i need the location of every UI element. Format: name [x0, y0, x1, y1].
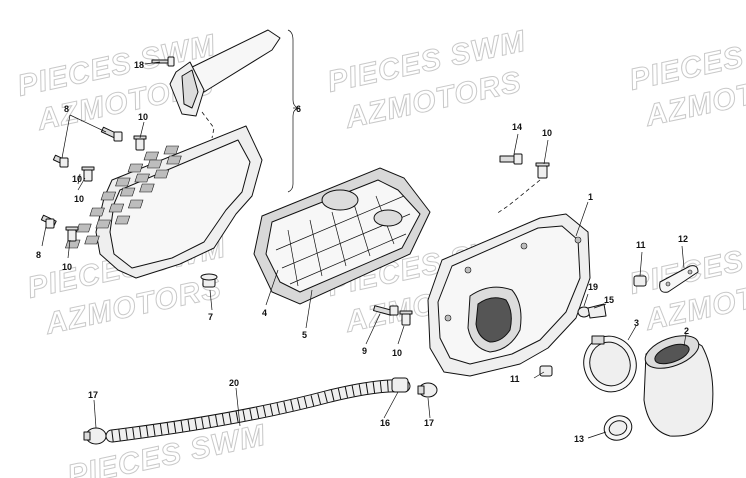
clip-nut — [633, 275, 647, 287]
hose-end-fitting — [391, 377, 409, 393]
breather-hose — [105, 379, 411, 443]
callout-7: 7 — [208, 312, 213, 322]
rubber-plug — [200, 273, 218, 288]
rubber-strap — [659, 265, 699, 293]
callout-11: 11 — [636, 240, 646, 250]
callout-5: 5 — [302, 330, 307, 340]
callout-13: 13 — [574, 434, 584, 444]
intake-boot — [643, 335, 714, 437]
grommet — [81, 166, 95, 182]
connector — [577, 303, 607, 319]
callout-2: 2 — [684, 326, 689, 336]
callout-12: 12 — [678, 234, 688, 244]
callout-10: 10 — [74, 194, 84, 204]
assembly-line — [495, 179, 541, 215]
callout-8: 8 — [64, 104, 69, 114]
hose-clip — [83, 427, 107, 445]
screw — [373, 305, 399, 316]
callout-10: 10 — [72, 174, 82, 184]
callout-8: 8 — [36, 250, 41, 260]
screw — [100, 126, 123, 142]
grommet — [535, 162, 550, 179]
callout-17: 17 — [424, 418, 434, 428]
callout-10-top: 10 — [542, 128, 552, 138]
callout-14: 14 — [512, 122, 522, 132]
screw — [499, 153, 523, 165]
callout-20: 20 — [229, 378, 239, 388]
air-filter — [253, 167, 431, 305]
callout-3: 3 — [634, 318, 639, 328]
callout-18: 18 — [134, 60, 144, 70]
bolt — [151, 56, 175, 67]
grommet — [65, 226, 79, 242]
callout-6: 6 — [296, 104, 301, 114]
callout-15: 15 — [604, 295, 614, 305]
small-clamp — [603, 415, 633, 441]
airbox-cover — [427, 213, 591, 377]
callout-10: 10 — [62, 262, 72, 272]
clip-nut — [539, 365, 553, 377]
grommet — [399, 310, 413, 326]
callout-4: 4 — [262, 308, 267, 318]
grommet — [133, 135, 147, 151]
air-intake-snorkel — [169, 29, 281, 117]
assembly-line — [201, 111, 215, 139]
leader-lines — [41, 61, 687, 439]
callout-11: 11 — [510, 374, 520, 384]
callout-9: 9 — [362, 346, 367, 356]
callout-19: 19 — [588, 282, 598, 292]
callout-10: 10 — [138, 112, 148, 122]
callout-17: 17 — [88, 390, 98, 400]
callout-10: 10 — [392, 348, 402, 358]
callout-1: 1 — [588, 192, 593, 202]
screw — [40, 214, 57, 229]
hose-clamp — [583, 335, 637, 393]
screw — [52, 154, 69, 168]
callout-16: 16 — [380, 418, 390, 428]
side-cover-panel — [65, 125, 263, 279]
hose-clip — [417, 382, 438, 398]
callout-labels: 18 8 10 10 10 8 10 7 6 4 5 9 10 14 10 1 … — [36, 60, 689, 444]
